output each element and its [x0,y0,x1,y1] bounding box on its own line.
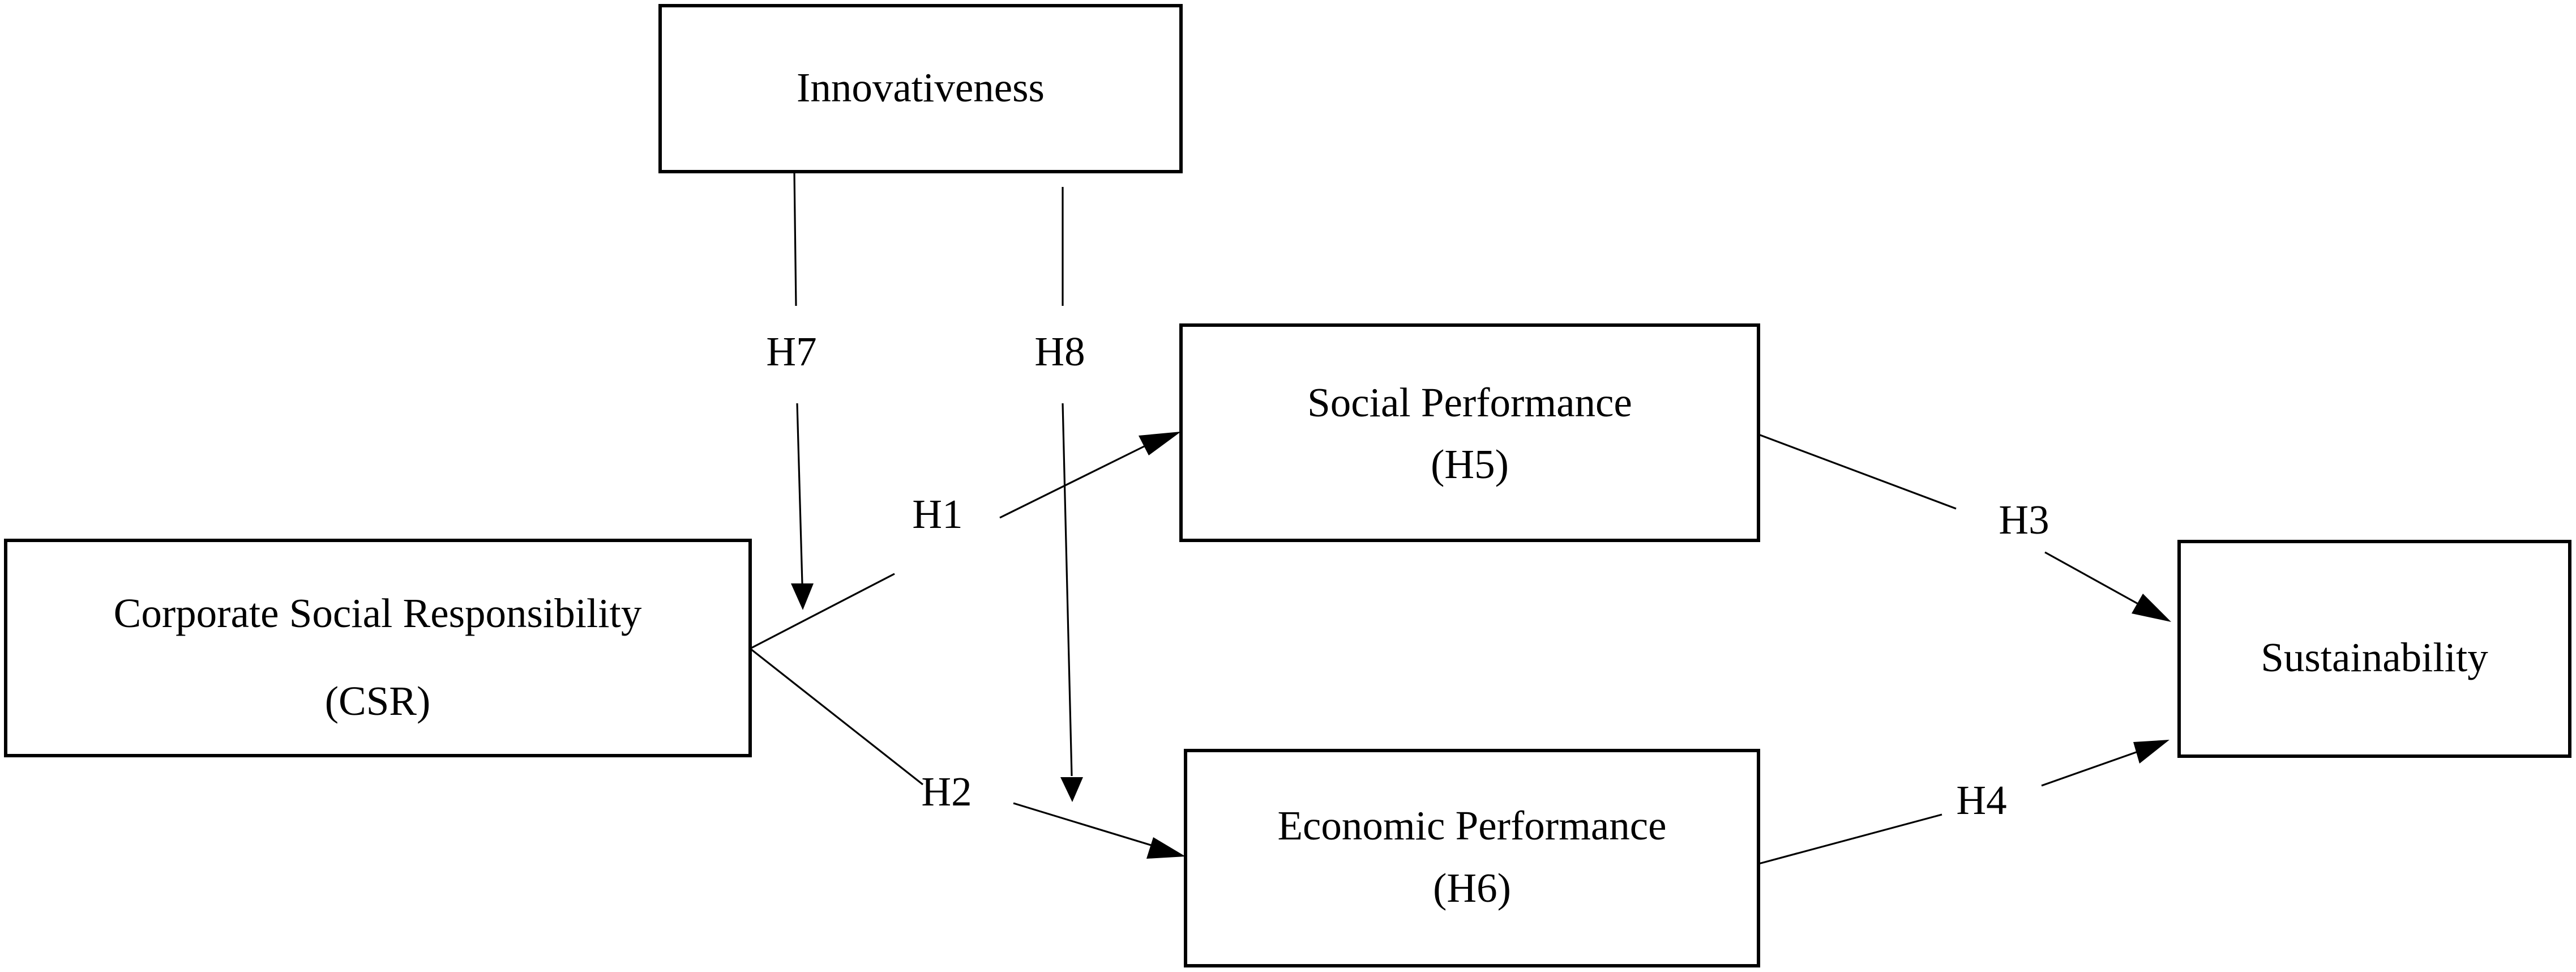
edge-h3: H3 [1758,433,2171,622]
edge-h2-arrowhead [1146,837,1186,859]
edge-h1: H1 [750,432,1181,650]
node-social-performance-label-line2: (H5) [1431,441,1509,487]
edge-h3-arrowhead [2132,594,2171,622]
node-social-performance: Social Performance (H5) [1179,323,1760,542]
node-csr: Corporate Social Responsibility (CSR) [4,539,752,757]
node-csr-box [4,539,752,757]
edge-h1-label: H1 [912,491,962,537]
node-sustainability-box [2177,540,2571,758]
edge-h2: H2 [750,647,1186,859]
edge-h7-label: H7 [766,329,816,374]
node-sustainability: Sustainability [2177,540,2571,758]
edge-h2-label: H2 [921,769,972,815]
node-sustainability-label: Sustainability [2261,634,2488,680]
edge-h2-line-tail [750,647,923,786]
node-innovativeness-label: Innovativeness [797,65,1045,110]
edge-h2-line-head [1013,802,1153,847]
edge-h4-label: H4 [1956,777,2006,823]
node-social-performance-label-line1: Social Performance [1307,380,1632,425]
edge-h8: H8 [1034,187,1085,802]
edge-h8-arrowhead [1060,777,1083,802]
node-innovativeness: Innovativeness [658,4,1183,173]
edge-h3-line-head [2044,551,2141,606]
node-economic-performance-label-line2: (H6) [1433,865,1511,911]
edge-h1-line-tail [750,573,895,650]
edge-h4-arrowhead [2133,740,2170,764]
node-innovativeness-box [658,4,1183,173]
node-csr-label-line1: Corporate Social Responsibility [114,590,642,636]
edge-h4-line-head [2041,751,2138,787]
edge-h3-label: H3 [1999,497,2049,543]
node-csr-label-line2: (CSR) [325,678,431,724]
edge-h8-label: H8 [1034,329,1085,374]
node-economic-performance: Economic Performance (H6) [1184,749,1760,967]
edge-h7: H7 [766,171,817,610]
edge-h7-arrowhead [791,583,814,610]
node-social-performance-box [1179,323,1760,542]
node-economic-performance-label-line1: Economic Performance [1277,803,1666,849]
edge-h1-line-head [999,444,1147,519]
node-economic-performance-box [1184,749,1760,967]
edge-h4: H4 [1758,740,2170,865]
edge-h4-line-tail [1758,813,1942,865]
edge-h8-line-head [1062,403,1073,777]
edge-h7-line-tail [793,171,797,306]
edge-h7-line-head [796,403,803,584]
edge-h1-arrowhead [1139,432,1181,455]
edge-h3-line-tail [1758,433,1957,510]
